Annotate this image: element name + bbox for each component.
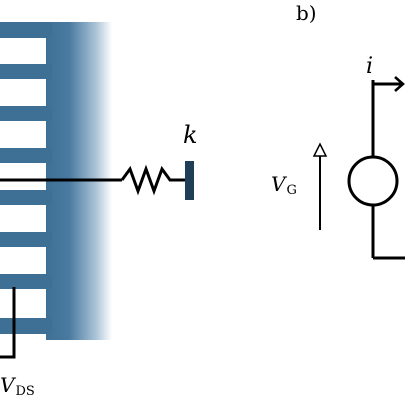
comb-finger: [0, 190, 52, 205]
spring-zigzag: [120, 164, 186, 196]
drain-source-voltage-label: VDS: [0, 373, 35, 399]
voltage-source-symbol: [347, 155, 399, 207]
comb-finger: [0, 232, 52, 247]
vds-wire: [0, 287, 16, 359]
comb-finger: [0, 318, 52, 334]
comb-finger: [0, 148, 52, 163]
panel-label: b): [296, 1, 317, 25]
vg-arrow-head: [312, 142, 328, 157]
gate-voltage-label: VG: [271, 172, 297, 198]
comb-finger: [0, 106, 52, 121]
spring-anchor: [185, 161, 194, 200]
voltage-source-circuit: [347, 76, 405, 260]
current-arrow-head: [394, 76, 405, 92]
comb-finger: [0, 64, 52, 79]
comb-finger: [0, 274, 52, 289]
current-label: i: [366, 54, 374, 79]
spring-constant-label: k: [183, 121, 198, 149]
comb-finger: [0, 22, 52, 38]
